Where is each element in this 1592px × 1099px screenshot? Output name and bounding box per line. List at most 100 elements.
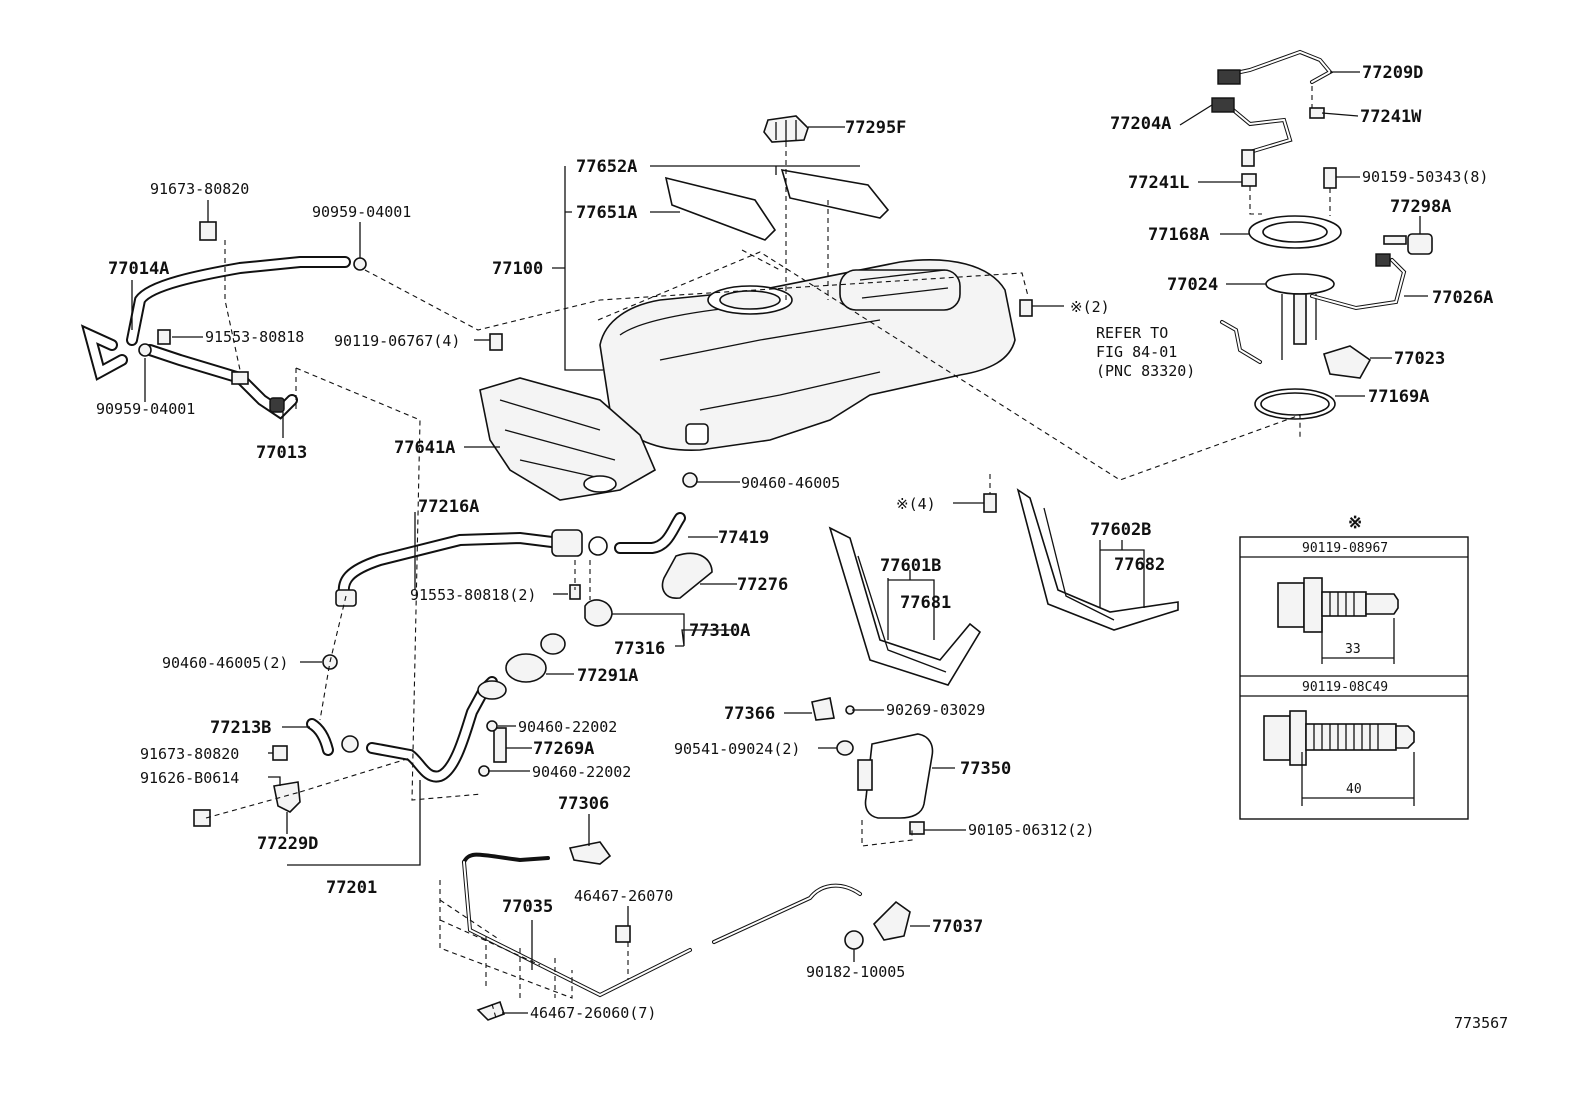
label-77013[interactable]: 77013 — [256, 443, 307, 463]
label-77366[interactable]: 77366 — [724, 704, 775, 724]
label-77652A[interactable]: 77652A — [576, 157, 637, 177]
bolt-91553-80818[interactable] — [157, 329, 171, 345]
label-90182-10005[interactable]: 90182-10005 — [806, 963, 905, 981]
label-77209D[interactable]: 77209D — [1362, 63, 1423, 83]
tank-band-77602B[interactable] — [1016, 488, 1179, 631]
label-77651A[interactable]: 77651A — [576, 203, 637, 223]
label-90541-09024[interactable]: 90541-09024(2) — [674, 740, 800, 758]
label-77310A[interactable]: 77310A — [689, 621, 750, 641]
grommet-77291A-small[interactable] — [540, 633, 566, 655]
bolt-mark-2[interactable] — [1019, 299, 1033, 317]
tank-band-77601B[interactable] — [828, 526, 982, 686]
label-mark-2[interactable]: ※(2) — [1070, 298, 1110, 316]
fuel-pump-77024[interactable] — [1265, 273, 1335, 360]
label-77295F[interactable]: 77295F — [845, 118, 906, 138]
bolt-91673-80820-b[interactable] — [272, 745, 288, 761]
label-90460-46005[interactable]: 90460-46005 — [741, 474, 840, 492]
label-90460-22002-a[interactable]: 90460-22002 — [518, 718, 617, 736]
clamp-ring[interactable] — [588, 536, 608, 556]
label-77681[interactable]: 77681 — [900, 593, 951, 613]
label-77269A[interactable]: 77269A — [533, 739, 594, 759]
fuel-lid-77350[interactable] — [864, 733, 934, 819]
label-77037[interactable]: 77037 — [932, 917, 983, 937]
label-90959-04001-bot[interactable]: 90959-04001 — [96, 400, 195, 418]
label-90460-22002-b[interactable]: 90460-22002 — [532, 763, 631, 781]
clamp-90959-04001-top[interactable] — [353, 257, 367, 271]
label-77204A[interactable]: 77204A — [1110, 114, 1171, 134]
label-77229D[interactable]: 77229D — [257, 834, 318, 854]
label-91553-80818-2[interactable]: 91553-80818(2) — [410, 586, 536, 604]
label-77201[interactable]: 77201 — [326, 878, 377, 898]
clip-90460-22002-a[interactable] — [486, 720, 498, 732]
label-77213B[interactable]: 77213B — [210, 718, 271, 738]
cushion-90541-09024[interactable] — [836, 740, 854, 756]
fuel-lid-opener-cable[interactable] — [462, 852, 550, 864]
filler-pipe-77201[interactable] — [366, 676, 498, 783]
hose-77269A[interactable] — [493, 727, 507, 763]
label-77023[interactable]: 77023 — [1394, 349, 1445, 369]
fuel-tank[interactable] — [599, 259, 1016, 451]
grommet-77316[interactable] — [584, 599, 613, 627]
grommet-77291A[interactable] — [505, 653, 547, 683]
bracket-77366[interactable] — [811, 697, 835, 721]
label-77601B[interactable]: 77601B — [880, 556, 941, 576]
bolt-91626-B0614[interactable] — [193, 809, 211, 827]
filter-77298A[interactable] — [1407, 233, 1433, 255]
label-90460-46005-2[interactable]: 90460-46005(2) — [162, 654, 288, 672]
hose-77276[interactable] — [661, 552, 713, 599]
label-77419[interactable]: 77419 — [718, 528, 769, 548]
bolt-91553-80818-2[interactable] — [569, 584, 581, 600]
label-91673-80820-top[interactable]: 91673-80820 — [150, 180, 249, 198]
label-77602B[interactable]: 77602B — [1090, 520, 1151, 540]
clip-77241W[interactable] — [1309, 107, 1325, 119]
clip-77241L[interactable] — [1241, 173, 1257, 187]
clip-90460-22002-b[interactable] — [478, 765, 490, 777]
filler-connector[interactable] — [551, 529, 583, 557]
label-77241L[interactable]: 77241L — [1128, 173, 1189, 193]
label-91626-B0614[interactable]: 91626-B0614 — [140, 769, 239, 787]
label-77026A[interactable]: 77026A — [1432, 288, 1493, 308]
connector-77026A[interactable] — [1375, 253, 1391, 267]
tank-insulator-lower[interactable] — [664, 176, 777, 241]
label-77316[interactable]: 77316 — [614, 639, 665, 659]
connector-77204A[interactable] — [1211, 97, 1235, 113]
tank-protector[interactable] — [479, 377, 657, 501]
label-90119-06767[interactable]: 90119-06767(4) — [334, 332, 460, 350]
label-90105-06312[interactable]: 90105-06312(2) — [968, 821, 1094, 839]
filler-cap-top[interactable] — [763, 115, 809, 143]
label-90959-04001-top[interactable]: 90959-04001 — [312, 203, 411, 221]
connector-77209D[interactable] — [1217, 69, 1241, 85]
screw-90105-06312[interactable] — [909, 821, 925, 835]
label-77241W[interactable]: 77241W — [1360, 107, 1422, 127]
bolt-90119-06767[interactable] — [489, 333, 503, 351]
label-77100[interactable]: 77100 — [492, 259, 543, 279]
label-77682[interactable]: 77682 — [1114, 555, 1165, 575]
sender-77023[interactable] — [1323, 345, 1372, 379]
label-77216A[interactable]: 77216A — [418, 497, 479, 517]
bolt-91673-80820[interactable] — [199, 221, 217, 241]
label-77641A[interactable]: 77641A — [394, 438, 455, 458]
screw-90159-50343[interactable] — [1323, 167, 1337, 189]
label-mark-4[interactable]: ※(4) — [896, 495, 936, 513]
label-77035[interactable]: 77035 — [502, 897, 553, 917]
label-77024[interactable]: 77024 — [1167, 275, 1218, 295]
label-77350[interactable]: 77350 — [960, 759, 1011, 779]
label-77306[interactable]: 77306 — [558, 794, 609, 814]
grommet-90182-10005[interactable] — [844, 930, 864, 950]
lid-lock-77037[interactable] — [872, 900, 911, 941]
label-90269-03029[interactable]: 90269-03029 — [886, 701, 985, 719]
tank-insulator-upper[interactable] — [780, 168, 890, 219]
bolt-mark-4[interactable] — [983, 493, 997, 513]
label-91553-80818[interactable]: 91553-80818 — [205, 328, 304, 346]
label-77168A[interactable]: 77168A — [1148, 225, 1209, 245]
cable-lock-77306[interactable] — [568, 841, 612, 865]
label-77298A[interactable]: 77298A — [1390, 197, 1451, 217]
label-77276[interactable]: 77276 — [737, 575, 788, 595]
label-91673-80820-b[interactable]: 91673-80820 — [140, 745, 239, 763]
clamp-77213B[interactable] — [341, 735, 359, 753]
clamp-90460-46005[interactable] — [682, 472, 698, 488]
label-46467-26070[interactable]: 46467-26070 — [574, 887, 673, 905]
bracket-77229D[interactable] — [273, 781, 301, 813]
clamp-46467-26060[interactable] — [476, 1000, 506, 1021]
label-77291A[interactable]: 77291A — [577, 666, 638, 686]
